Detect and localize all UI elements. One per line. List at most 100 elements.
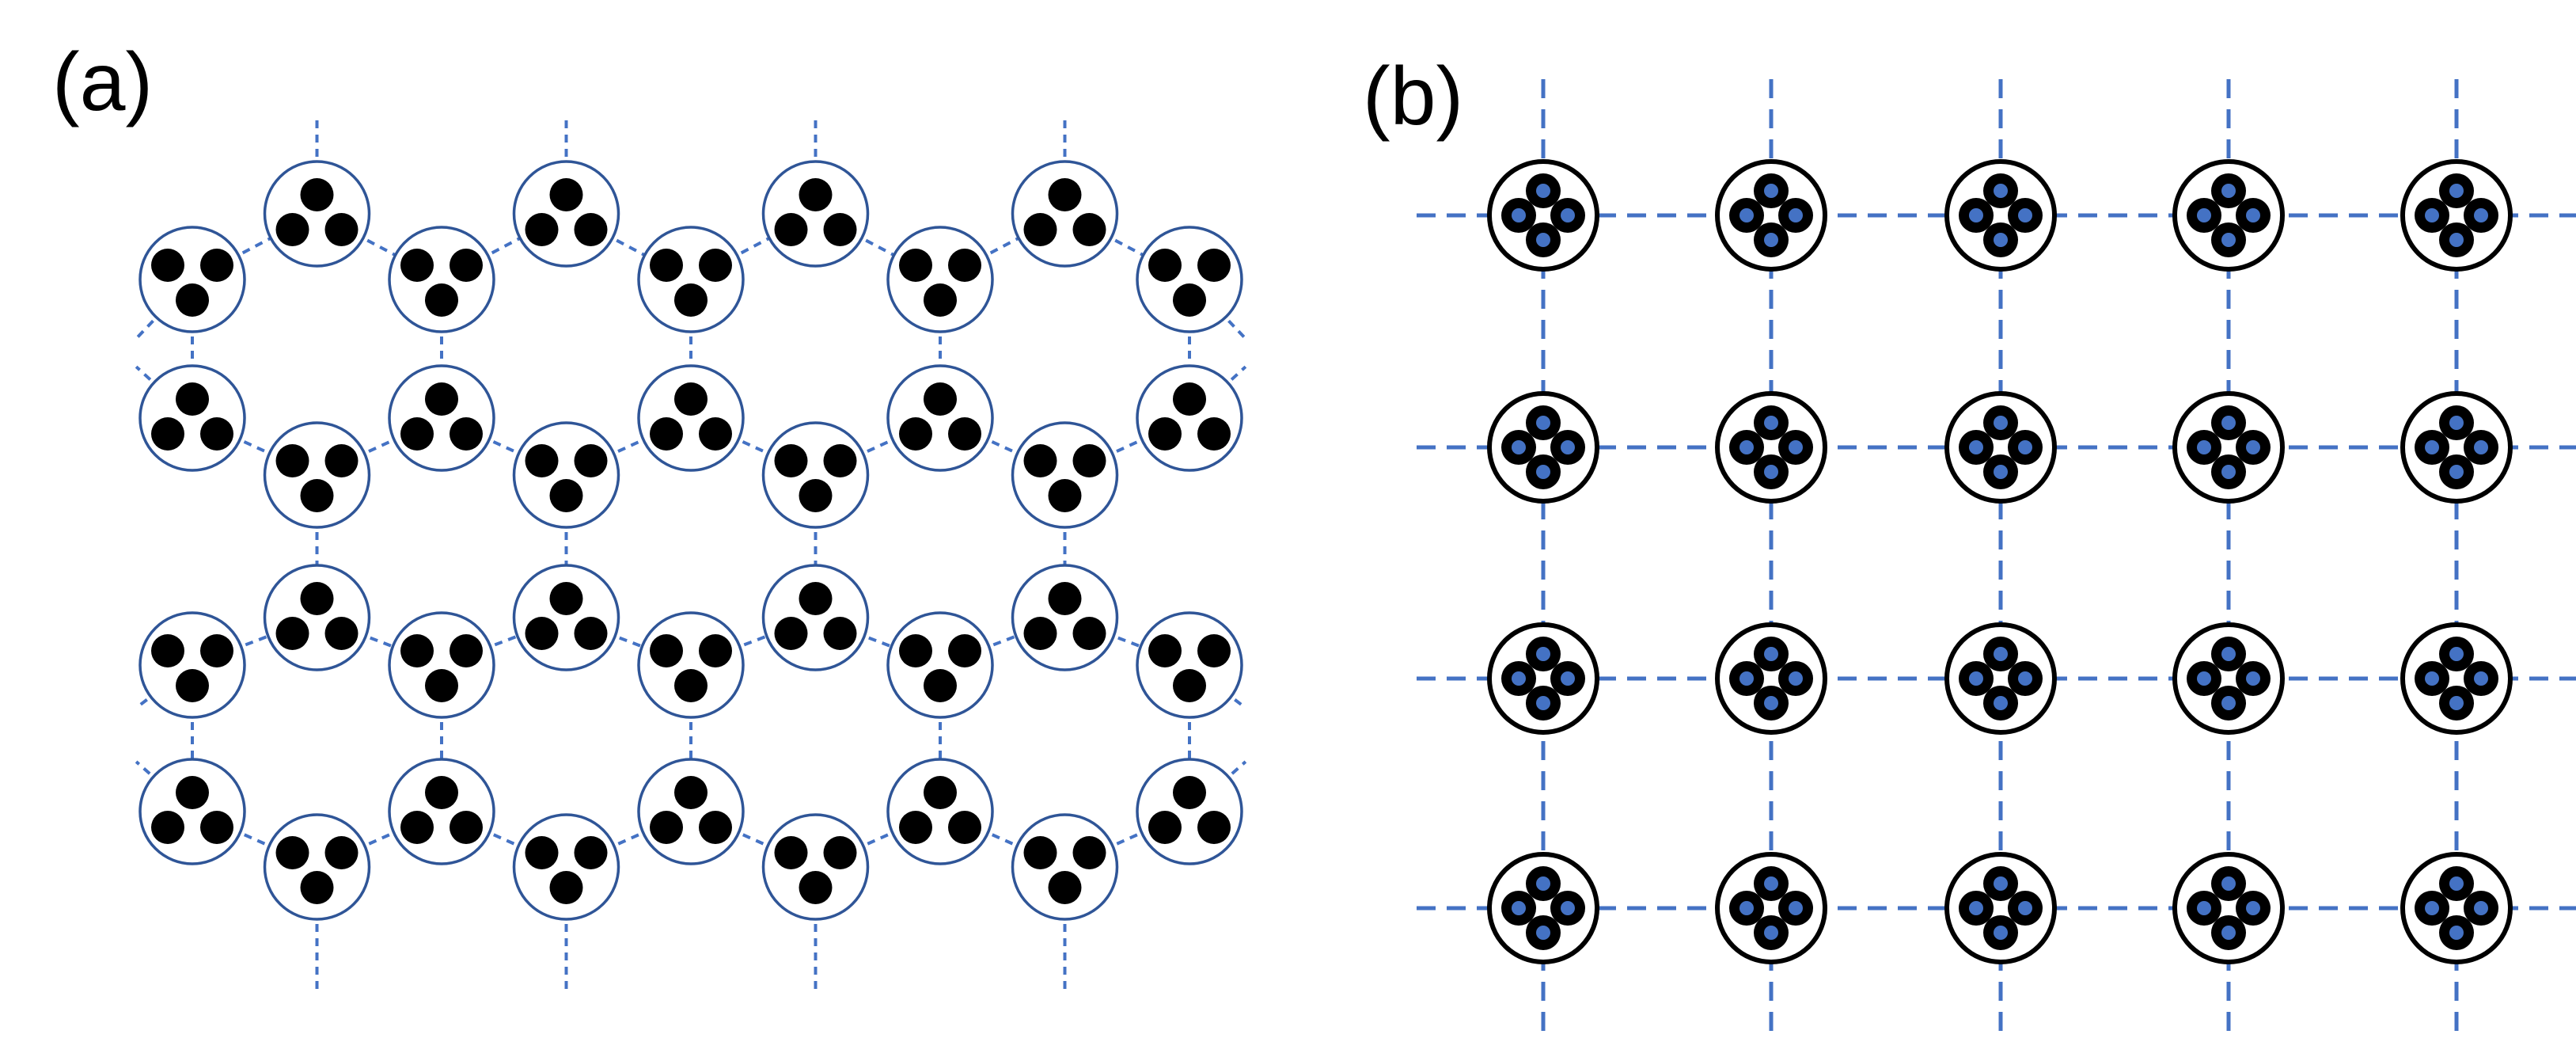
lattice-site xyxy=(637,226,745,333)
lattice-site xyxy=(1487,852,1599,964)
particle-core xyxy=(1789,440,1803,454)
particle-dot xyxy=(549,178,583,211)
particle-core xyxy=(2221,184,2236,198)
particle-dot xyxy=(151,634,184,667)
lattice-site xyxy=(2172,391,2285,504)
particle-dot xyxy=(1197,249,1231,282)
particle-core xyxy=(2246,208,2260,222)
particle-core xyxy=(1739,440,1754,454)
particle-dot xyxy=(151,417,184,451)
particle-core xyxy=(1789,208,1803,222)
particle-core xyxy=(2018,671,2032,686)
particle-core xyxy=(2246,901,2260,915)
particle-dot xyxy=(275,617,309,650)
particle-dot xyxy=(275,213,309,246)
particle-dot xyxy=(899,249,932,282)
particle-dot xyxy=(425,382,458,416)
particle-core xyxy=(2197,671,2211,686)
particle-core xyxy=(1536,233,1550,247)
site-ring xyxy=(263,564,371,671)
particle-core xyxy=(2474,901,2488,915)
lattice-site xyxy=(1715,391,1827,504)
lattice-site xyxy=(1715,159,1827,272)
particle-dot xyxy=(924,669,957,702)
site-ring xyxy=(263,160,371,268)
particle-core xyxy=(1512,671,1526,686)
site-ring xyxy=(1011,564,1119,671)
particle-core xyxy=(2425,901,2439,915)
particle-dot xyxy=(450,417,483,451)
particle-dot xyxy=(650,417,683,451)
particle-core xyxy=(2221,465,2236,479)
particle-dot xyxy=(300,582,334,615)
lattice-site xyxy=(1011,813,1119,921)
particle-dot xyxy=(823,444,857,477)
particle-dot xyxy=(450,811,483,844)
particle-dot xyxy=(525,836,559,869)
particle-dot xyxy=(674,283,708,317)
site-ring xyxy=(1944,622,2057,735)
particle-dot xyxy=(549,582,583,615)
particle-core xyxy=(1789,901,1803,915)
particle-dot xyxy=(425,283,458,317)
particle-core xyxy=(1764,416,1778,430)
particle-dot xyxy=(799,871,833,904)
particle-dot xyxy=(324,213,359,246)
particle-dot xyxy=(674,669,708,702)
particle-core xyxy=(2221,696,2236,710)
particle-dot xyxy=(200,811,233,844)
particle-core xyxy=(2449,647,2464,661)
panel-b-square-lattice xyxy=(1417,79,2576,1038)
particle-dot xyxy=(300,479,334,512)
particle-core xyxy=(1764,647,1778,661)
particle-dot xyxy=(549,871,583,904)
site-ring xyxy=(761,564,870,671)
particle-dot xyxy=(275,836,309,869)
particle-dot xyxy=(1048,582,1082,615)
lattice-site xyxy=(1944,622,2057,735)
particle-core xyxy=(2474,671,2488,686)
particle-dot xyxy=(823,836,857,869)
particle-dot xyxy=(176,669,209,702)
particle-core xyxy=(2221,233,2236,247)
particle-dot xyxy=(823,617,857,650)
site-ring xyxy=(2172,852,2285,964)
particle-dot xyxy=(525,444,559,477)
particle-dot xyxy=(400,811,434,844)
lattice-site xyxy=(1011,564,1119,671)
particle-dot xyxy=(899,811,932,844)
particle-dot xyxy=(1148,811,1182,844)
particle-core xyxy=(1512,440,1526,454)
particle-dot xyxy=(924,382,957,416)
particle-dot xyxy=(650,634,683,667)
particle-core xyxy=(2449,696,2464,710)
site-ring xyxy=(2400,852,2513,964)
particle-dot xyxy=(450,249,483,282)
lattice-site xyxy=(1487,622,1599,735)
site-ring xyxy=(1944,159,2057,272)
particle-dot xyxy=(699,811,732,844)
site-ring xyxy=(637,364,745,472)
particle-dot xyxy=(400,417,434,451)
site-ring xyxy=(388,364,495,472)
bond-line xyxy=(1188,365,1247,420)
particle-dot xyxy=(774,444,808,477)
particle-core xyxy=(2221,416,2236,430)
particle-dot xyxy=(176,382,209,416)
particle-dot xyxy=(948,417,981,451)
particle-core xyxy=(2425,671,2439,686)
particle-core xyxy=(1969,671,1983,686)
lattice-site xyxy=(886,758,994,865)
particle-core xyxy=(1764,696,1778,710)
particle-core xyxy=(1536,647,1550,661)
particle-dot xyxy=(400,634,434,667)
lattice-site xyxy=(512,564,620,671)
lattice-site xyxy=(388,611,495,719)
particle-dot xyxy=(200,634,233,667)
particle-dot xyxy=(574,213,608,246)
site-ring xyxy=(1715,159,1827,272)
site-ring xyxy=(138,364,246,472)
particle-dot xyxy=(1197,634,1231,667)
particle-dot xyxy=(899,634,932,667)
